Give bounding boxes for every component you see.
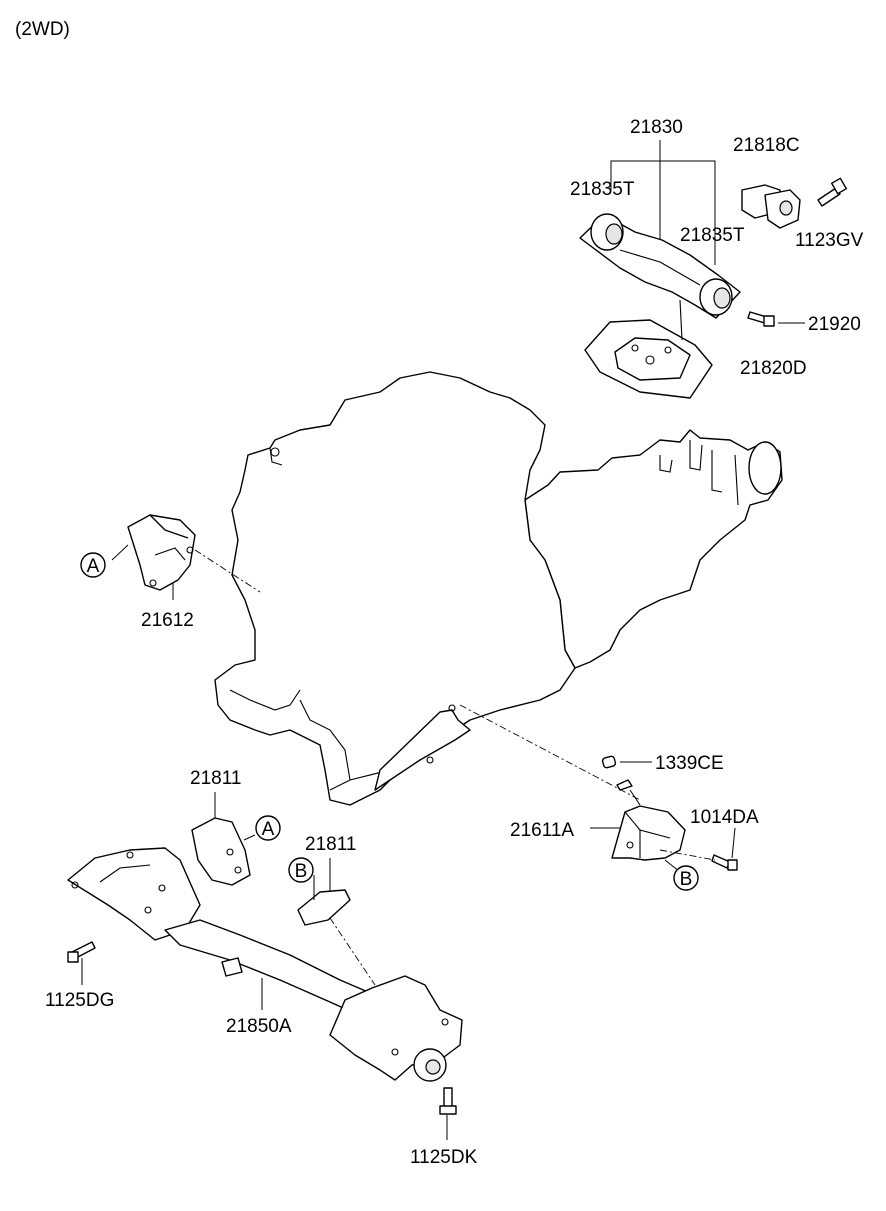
part-label-21835T-lower: 21835T bbox=[680, 225, 745, 246]
part-label-21835T-upper: 21835T bbox=[570, 179, 635, 200]
callout-b-lower: B bbox=[288, 857, 314, 883]
callout-a-lower: A bbox=[255, 815, 281, 841]
callout-a-lower-label: A bbox=[262, 819, 275, 840]
rear-insulator-group bbox=[579, 140, 848, 399]
callout-a-left: A bbox=[80, 552, 106, 578]
part-label-21830: 21830 bbox=[630, 117, 683, 138]
callout-a-left-label: A bbox=[87, 556, 100, 577]
variant-label: (2WD) bbox=[15, 19, 70, 40]
bracket-21611A bbox=[459, 704, 738, 873]
part-label-1125DK: 1125DK bbox=[410, 1147, 478, 1168]
part-label-1339CE: 1339CE bbox=[655, 753, 724, 774]
callout-b-lower-label: B bbox=[295, 861, 308, 882]
part-label-21920: 21920 bbox=[808, 314, 861, 335]
callout-b-right: B bbox=[673, 865, 699, 891]
callout-b-right-label: B bbox=[680, 869, 693, 890]
part-label-21850A: 21850A bbox=[226, 1016, 292, 1037]
part-label-1125DG: 1125DG bbox=[45, 990, 114, 1011]
part-label-21820D: 21820D bbox=[740, 358, 807, 379]
part-label-21811-upper: 21811 bbox=[190, 768, 241, 789]
bracket-21612 bbox=[111, 514, 261, 600]
part-label-21811-lower: 21811 bbox=[305, 834, 356, 855]
part-label-21612: 21612 bbox=[141, 610, 194, 631]
part-label-1123GV: 1123GV bbox=[795, 230, 864, 251]
crossmember-21850A bbox=[67, 792, 463, 1140]
part-label-1014DA: 1014DA bbox=[690, 807, 759, 828]
engine-transmission-assembly bbox=[214, 371, 783, 806]
part-label-21611A: 21611A bbox=[510, 820, 574, 841]
part-label-21818C: 21818C bbox=[733, 135, 800, 156]
